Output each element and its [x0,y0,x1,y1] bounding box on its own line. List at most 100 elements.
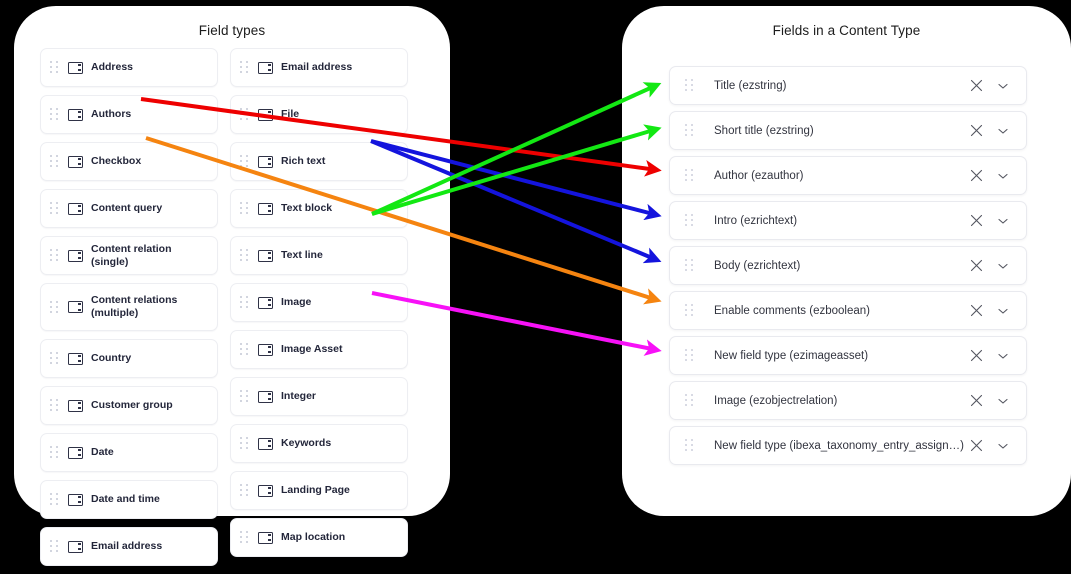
spacer [40,425,218,433]
content-type-field-row-title-ezstring[interactable]: Title (ezstring) [669,66,1027,105]
close-icon[interactable] [967,212,985,230]
field-type-card-email-address[interactable]: Email address [230,48,408,87]
field-type-card-image-asset[interactable]: Image Asset [230,330,408,369]
content-type-field-row-enable-comments-ezboolean[interactable]: Enable comments (ezboolean) [669,291,1027,330]
close-icon[interactable] [967,347,985,365]
field-type-card-content-relations-multiple[interactable]: Content relations(multiple) [40,283,218,331]
content-type-field-row-body-ezrichtext[interactable]: Body (ezrichtext) [669,246,1027,285]
drag-handle-icon[interactable] [50,108,59,121]
close-icon[interactable] [967,77,985,95]
field-type-card-content-query[interactable]: Content query [40,189,218,228]
close-icon[interactable] [967,437,985,455]
drag-handle-icon[interactable] [685,439,694,452]
content-type-field-row-intro-ezrichtext[interactable]: Intro (ezrichtext) [669,201,1027,240]
drag-handle-icon[interactable] [240,343,249,356]
field-type-card-customer-group[interactable]: Customer group [40,386,218,425]
field-type-label: Landing Page [281,484,350,496]
field-type-icon [258,390,273,403]
spacer [40,275,218,283]
drag-handle-icon[interactable] [240,249,249,262]
content-type-field-label: Title (ezstring) [714,79,787,92]
drag-handle-icon[interactable] [50,155,59,168]
drag-handle-icon[interactable] [240,296,249,309]
chevron-down-icon[interactable] [994,302,1012,320]
spacer [230,463,408,471]
drag-handle-icon[interactable] [50,300,59,314]
content-type-field-row-short-title-ezstring[interactable]: Short title (ezstring) [669,111,1027,150]
content-type-field-row-image-ezobjectrelation[interactable]: Image (ezobjectrelation) [669,381,1027,420]
field-type-card-keywords[interactable]: Keywords [230,424,408,463]
field-type-card-authors[interactable]: Authors [40,95,218,134]
close-icon[interactable] [967,122,985,140]
chevron-down-icon[interactable] [994,167,1012,185]
field-type-card-country[interactable]: Country [40,339,218,378]
drag-handle-icon[interactable] [240,390,249,403]
drag-handle-icon[interactable] [685,214,694,227]
spacer [40,134,218,142]
drag-handle-icon[interactable] [240,155,249,168]
field-type-card-rich-text[interactable]: Rich text [230,142,408,181]
field-type-card-text-line[interactable]: Text line [230,236,408,275]
field-type-card-text-block[interactable]: Text block [230,189,408,228]
drag-handle-icon[interactable] [240,61,249,74]
field-type-icon [258,61,273,74]
chevron-down-icon[interactable] [994,212,1012,230]
spacer [230,510,408,518]
chevron-down-icon[interactable] [994,347,1012,365]
drag-handle-icon[interactable] [240,531,249,544]
drag-handle-icon[interactable] [50,446,59,459]
drag-handle-icon[interactable] [50,202,59,215]
field-type-card-date-and-time[interactable]: Date and time [40,480,218,519]
spacer [230,87,408,95]
field-type-card-content-relation-single[interactable]: Content relation (single) [40,236,218,275]
field-type-card-map-location[interactable]: Map location [230,518,408,557]
chevron-down-icon[interactable] [994,392,1012,410]
drag-handle-icon[interactable] [240,484,249,497]
drag-handle-icon[interactable] [50,493,59,506]
drag-handle-icon[interactable] [50,249,59,262]
drag-handle-icon[interactable] [685,79,694,92]
close-icon[interactable] [967,392,985,410]
drag-handle-icon[interactable] [685,349,694,362]
drag-handle-icon[interactable] [50,540,59,553]
spacer [40,566,218,574]
drag-handle-icon[interactable] [685,169,694,182]
chevron-down-icon[interactable] [994,77,1012,95]
field-type-card-landing-page[interactable]: Landing Page [230,471,408,510]
field-type-card-date[interactable]: Date [40,433,218,472]
drag-handle-icon[interactable] [240,202,249,215]
field-type-icon [258,249,273,262]
content-type-field-row-new-field-type-ezimageasset[interactable]: New field type (ezimageasset) [669,336,1027,375]
content-type-field-row-author-ezauthor[interactable]: Author (ezauthor) [669,156,1027,195]
chevron-down-icon[interactable] [994,257,1012,275]
spacer [40,87,218,95]
drag-handle-icon[interactable] [240,108,249,121]
field-type-card-file[interactable]: File [230,95,408,134]
chevron-down-icon[interactable] [994,437,1012,455]
field-type-card-image[interactable]: Image [230,283,408,322]
drag-handle-icon[interactable] [685,304,694,317]
chevron-down-icon[interactable] [994,122,1012,140]
field-type-card-email-address[interactable]: Email address [40,527,218,566]
close-icon[interactable] [967,167,985,185]
drag-handle-icon[interactable] [685,259,694,272]
field-type-icon [68,108,83,121]
drag-handle-icon[interactable] [685,124,694,137]
content-type-field-row-new-field-type-ibexa-taxonomy-entry-assign[interactable]: New field type (ibexa_taxonomy_entry_ass… [669,426,1027,465]
spacer [40,519,218,527]
content-type-fields-panel: Fields in a Content Type Title (ezstring… [622,6,1071,516]
field-type-card-address[interactable]: Address [40,48,218,87]
field-type-card-checkbox[interactable]: Checkbox [40,142,218,181]
field-type-label: Keywords [281,437,332,449]
close-icon[interactable] [967,257,985,275]
drag-handle-icon[interactable] [50,61,59,74]
content-type-field-label: Intro (ezrichtext) [714,214,798,227]
drag-handle-icon[interactable] [50,352,59,365]
drag-handle-icon[interactable] [50,399,59,412]
field-type-card-integer[interactable]: Integer [230,377,408,416]
drag-handle-icon[interactable] [240,437,249,450]
field-type-label: Customer group [91,399,173,411]
drag-handle-icon[interactable] [685,394,694,407]
content-type-fields-title: Fields in a Content Type [772,23,921,38]
close-icon[interactable] [967,302,985,320]
